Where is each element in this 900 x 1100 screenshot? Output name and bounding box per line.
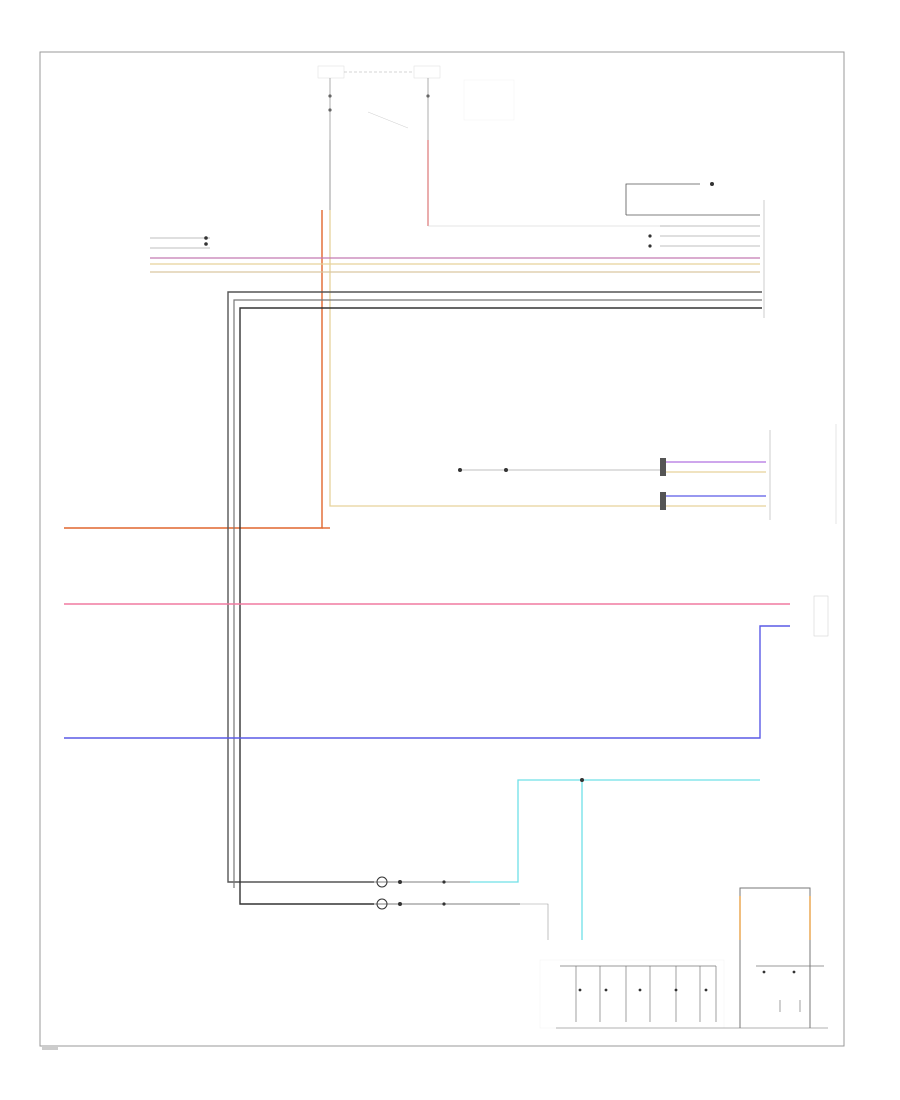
wire-bundle-sas (625, 182, 760, 248)
connector-bottom-right (739, 887, 824, 1028)
wire-blue (64, 625, 790, 739)
connector-right-edges (763, 200, 837, 637)
fuse-block-top-right (367, 65, 515, 140)
wire-tan-vertical (329, 210, 666, 507)
wire-red-main (64, 140, 331, 529)
page-marker (42, 1046, 58, 1050)
fuse-block-top-left (317, 65, 412, 140)
switch-assembly-bottom (539, 959, 828, 1029)
wire-bundle-ipc (150, 236, 760, 273)
wire-bundle-fcm (458, 458, 766, 510)
wire-red-pink (427, 140, 670, 227)
wire-cyan (470, 778, 760, 940)
diagram-border (39, 51, 845, 1047)
clockspring (374, 876, 549, 940)
wire-gray-black-long (227, 291, 762, 905)
